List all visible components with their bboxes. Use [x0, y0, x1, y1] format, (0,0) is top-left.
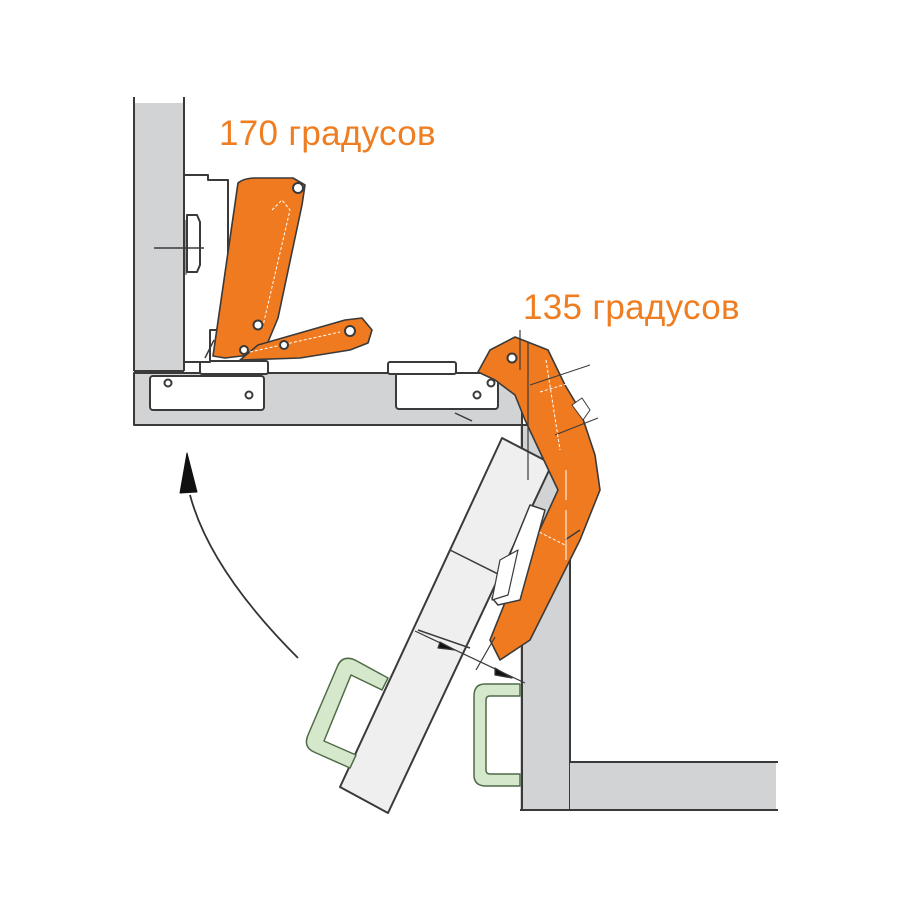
opening-direction-arrow — [179, 452, 299, 659]
angled-door — [339, 437, 553, 814]
170-degree-hinge — [204, 177, 373, 361]
left-cabinet-side-panel — [133, 97, 185, 372]
door-handle-right — [473, 683, 521, 787]
bottom-right-panel — [570, 761, 778, 811]
door-hinge-cup — [491, 504, 546, 606]
135-degree-hinge — [477, 330, 601, 661]
170-hinge-base — [154, 174, 229, 363]
top-cabinet-panel — [133, 360, 523, 426]
label-135-degrees: 135 градусов — [523, 288, 740, 327]
label-170-degrees: 170 градусов — [219, 114, 436, 153]
door-handle-left — [305, 657, 389, 769]
gap-dimension-arrows — [414, 630, 526, 684]
